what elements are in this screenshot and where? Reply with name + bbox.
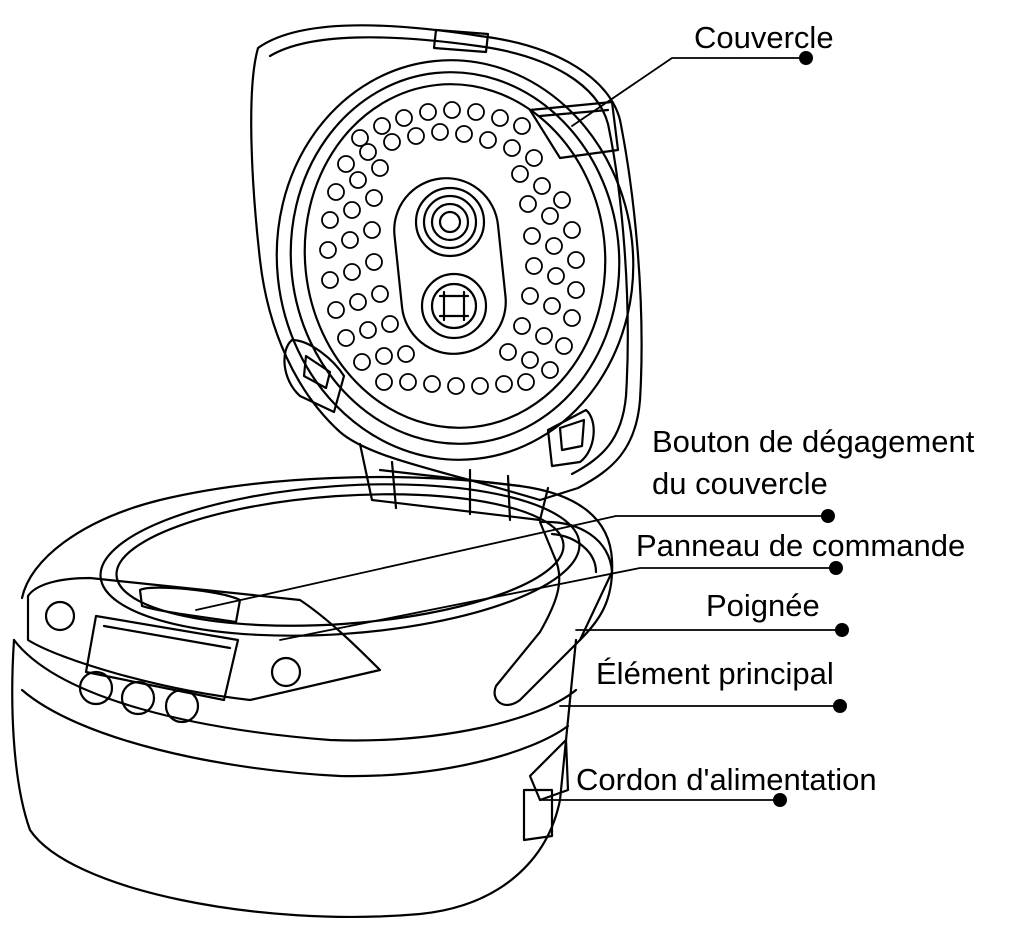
leader-dots	[773, 51, 849, 807]
label-element: Élément principal	[596, 656, 834, 691]
lid-vent-holes	[319, 101, 585, 395]
label-cordon: Cordon d'alimentation	[576, 762, 877, 797]
label-couvercle: Couvercle	[694, 20, 834, 55]
label-poignee: Poignée	[706, 588, 820, 623]
leader-lines	[195, 57, 843, 801]
main-body	[11, 476, 614, 919]
label-panneau: Panneau de commande	[636, 528, 966, 563]
lid	[250, 24, 643, 522]
label-bouton-line2: du couvercle	[652, 466, 828, 501]
label-bouton-line1: Bouton de dégagement	[652, 424, 975, 459]
